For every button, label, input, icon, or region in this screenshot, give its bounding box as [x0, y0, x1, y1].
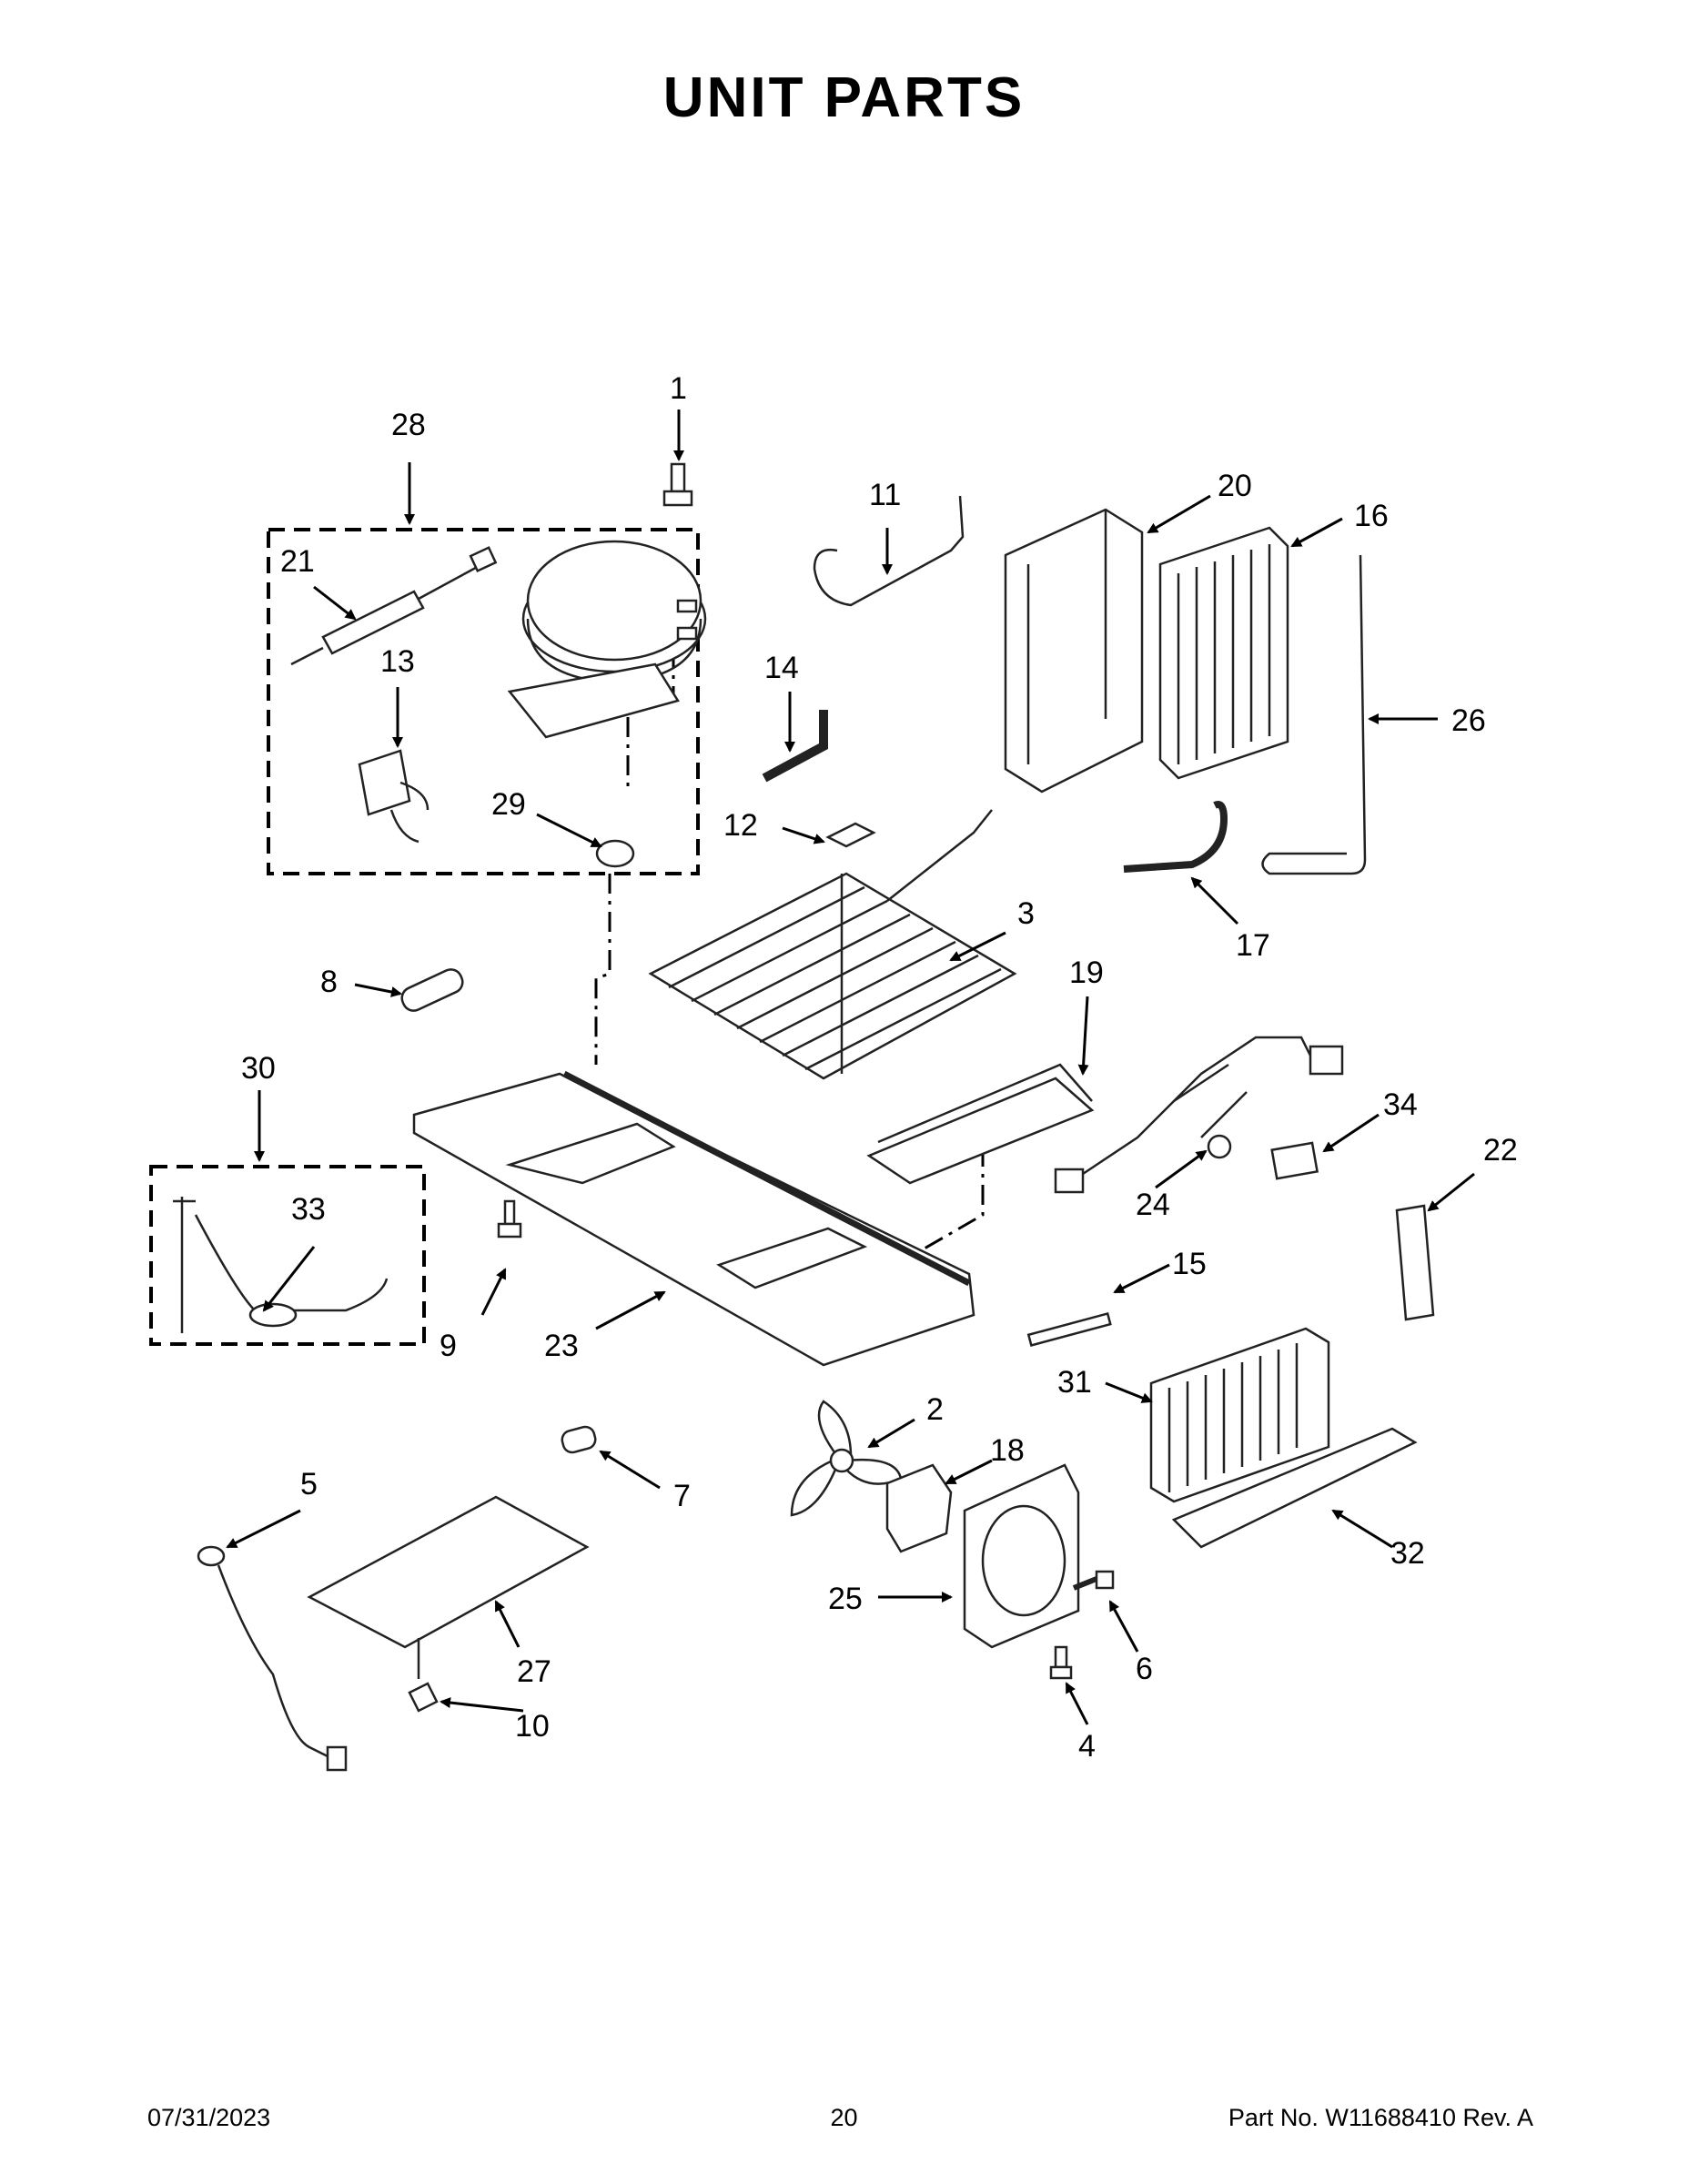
callout-3: 3 — [1017, 896, 1035, 931]
callout-9: 9 — [440, 1329, 457, 1363]
callout-20: 20 — [1218, 469, 1252, 503]
evaporator-cover-part — [1004, 508, 1144, 794]
callout-15: 15 — [1172, 1247, 1207, 1281]
thermistor-part — [197, 1545, 348, 1772]
callout-17: 17 — [1236, 928, 1270, 963]
condenser-coil-part — [648, 809, 1017, 1080]
compressor-part — [507, 540, 707, 739]
filter-drier-part — [290, 546, 498, 666]
fan-motor-part — [885, 1463, 953, 1553]
callout-4: 4 — [1078, 1729, 1096, 1764]
callout-11: 11 — [869, 478, 901, 512]
callout-7: 7 — [673, 1479, 691, 1513]
callout-32: 32 — [1390, 1536, 1425, 1571]
callout-16: 16 — [1354, 499, 1389, 533]
drain-tray-part — [1171, 1427, 1418, 1549]
cable-tie-part — [1026, 1311, 1112, 1347]
duct-part — [1395, 1204, 1435, 1321]
group-box-28 — [267, 528, 700, 875]
drain-tube-part — [1123, 801, 1228, 873]
callout-12: 12 — [723, 808, 758, 843]
callout-29: 29 — [491, 787, 526, 822]
defrost-heater-part — [1261, 554, 1367, 875]
callout-26: 26 — [1451, 703, 1486, 738]
base-plate-part — [412, 1070, 975, 1367]
callout-24: 24 — [1136, 1188, 1170, 1222]
callout-30: 30 — [241, 1051, 276, 1086]
callout-8: 8 — [320, 965, 338, 999]
callout-19: 19 — [1069, 956, 1104, 990]
foam-sheet-part — [307, 1495, 590, 1679]
footer-part-number: Part No. W11688410 Rev. A — [1228, 2104, 1533, 2131]
insulation-tube-part — [400, 968, 464, 1012]
rubber-grommet-part — [595, 839, 635, 868]
callout-21: 21 — [280, 544, 315, 579]
fan-shroud-part — [963, 1463, 1080, 1649]
start-relay-part — [358, 749, 430, 844]
callout-34: 34 — [1383, 1087, 1418, 1122]
tubing-part — [813, 495, 965, 607]
drain-pan-part — [866, 1063, 1095, 1185]
footer-date: 07/31/2023 — [147, 2104, 271, 2131]
grommet-part — [662, 462, 693, 507]
bushing-part — [561, 1425, 597, 1454]
callout-31: 31 — [1057, 1365, 1092, 1400]
footer-page-number: 20 — [830, 2104, 858, 2131]
clip-part — [825, 822, 876, 848]
screw-part — [497, 1199, 522, 1239]
callout-13: 13 — [380, 644, 415, 679]
fan-blade-part — [790, 1400, 903, 1517]
callout-33: 33 — [291, 1192, 326, 1227]
screw-part — [1049, 1645, 1073, 1680]
screw-part — [1072, 1570, 1115, 1591]
condenser-part — [1149, 1327, 1330, 1503]
callout-6: 6 — [1136, 1652, 1153, 1686]
callout-22: 22 — [1483, 1133, 1518, 1168]
callout-1: 1 — [670, 371, 687, 406]
callout-2: 2 — [926, 1392, 944, 1427]
callout-10: 10 — [515, 1709, 550, 1744]
connector-line — [594, 874, 612, 1065]
page-title: UNIT PARTS — [662, 66, 1026, 129]
sensor-harness-part — [173, 1197, 389, 1333]
callout-23: 23 — [544, 1329, 579, 1363]
wiring-harness-part — [1054, 1036, 1344, 1194]
clip-part — [408, 1682, 439, 1713]
evaporator-part — [1158, 526, 1289, 780]
callout-18: 18 — [990, 1433, 1025, 1468]
callout-5: 5 — [300, 1467, 318, 1502]
callout-28: 28 — [391, 408, 426, 442]
insulation-pad-part — [1270, 1141, 1319, 1180]
callout-14: 14 — [764, 651, 799, 685]
callout-27: 27 — [517, 1654, 551, 1689]
callout-25: 25 — [828, 1582, 863, 1616]
tube-part — [762, 710, 828, 783]
group-box-30 — [149, 1165, 426, 1346]
